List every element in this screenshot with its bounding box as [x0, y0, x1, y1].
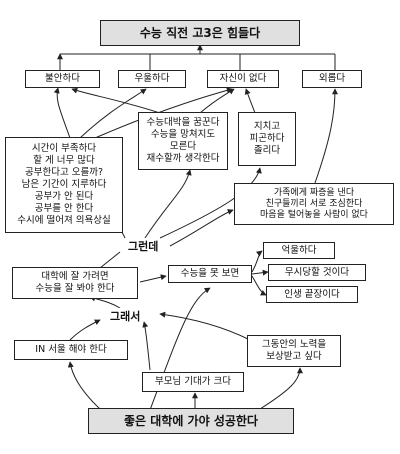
family-line-3: 마음을 털어놓을 사람이 없다 [260, 209, 368, 220]
top-title-box: 수능 직전 고3은 힘들다 [100, 20, 300, 46]
dream-line-3: 모른다 [169, 141, 197, 152]
bottom-title-text: 좋은 대학에 가야 성공한다 [124, 414, 258, 428]
family-line-2: 친구들끼리 서로 조심한다 [265, 198, 363, 209]
tired-line-2: 피곤하다 [249, 133, 285, 144]
node-time-stress: 시간이 부족하다 할 게 너무 많다 공부한다고 오를까? 남은 기간이 지루하… [5, 137, 123, 233]
arrow-seoul-so [69, 319, 101, 341]
node-anxious-text: 불안하다 [45, 73, 80, 84]
node-family: 가족에게 짜증을 낸다 친구들끼리 서로 조심한다 마음을 털어놓을 사람이 없… [234, 183, 394, 225]
connector-but-text: 그런데 [128, 240, 159, 253]
arrow-parents-so [142, 321, 151, 371]
node-life-over: 인생 끝장이다 [266, 286, 358, 303]
tired-line-1: 지치고 [253, 121, 281, 132]
node-parents: 부모님 기대가 크다 [142, 372, 244, 392]
time-line-3: 공부한다고 오를까? [25, 167, 103, 178]
time-line-1: 시간이 부족하다 [31, 143, 97, 154]
connector-so: 그래서 [108, 308, 143, 324]
node-seoul: IN 서울 해야 한다 [14, 340, 128, 360]
node-anxious: 불안하다 [25, 70, 100, 88]
arrow-but-family [169, 209, 234, 247]
node-no-confidence: 자신이 없다 [207, 70, 279, 88]
node-life-over-text: 인생 끝장이다 [284, 288, 340, 300]
node-ignored: 무시당할 것이다 [268, 264, 366, 281]
arrow-but-tired [159, 167, 262, 239]
tired-line-3: 졸리다 [253, 145, 281, 156]
arrow-dream-anxious [71, 87, 161, 114]
node-no-confidence-text: 자신이 없다 [219, 73, 267, 84]
arrow-tired-noconf [244, 88, 256, 114]
arrow-time-depressed [79, 88, 147, 139]
arrow-time-anxious [53, 87, 71, 139]
arrow-bottom-seoul [67, 361, 101, 410]
arrow-bottom-reward [259, 367, 303, 410]
node-tired: 지치고 피곤하다 졸리다 [238, 112, 296, 166]
node-ignored-text: 무시당할 것이다 [284, 266, 350, 278]
connector-but: 그런데 [126, 238, 161, 254]
time-line-7: 수시에 떨어져 의욕상실 [17, 215, 111, 226]
node-reward: 그동안의 노력을 보상받고 싶다 [247, 335, 341, 367]
node-seoul-text: IN 서울 해야 한다 [35, 344, 107, 355]
family-line-1: 가족에게 짜증을 낸다 [273, 187, 355, 198]
dream-line-4: 재수할까 생각한다 [146, 153, 220, 164]
node-depressed: 우울하다 [118, 70, 186, 88]
line-college-but [99, 251, 121, 269]
node-unfair: 억울하다 [263, 242, 335, 259]
arrow-bad-unfair [251, 250, 263, 273]
node-depressed-text: 우울하다 [134, 73, 170, 84]
time-line-4: 남은 기간이 지루하다 [21, 179, 107, 190]
top-title-text: 수능 직전 고3은 힘들다 [139, 26, 261, 40]
node-dream: 수능대박을 꿈꾼다 수능을 망쳐지도 모른다 재수할까 생각한다 [138, 112, 228, 170]
node-unfair-text: 억울하다 [281, 244, 317, 256]
college-line-2: 수능을 잘 봐야 한다 [35, 283, 115, 294]
arrow-reward-so [159, 311, 251, 341]
node-lonely-text: 외롭다 [318, 73, 346, 84]
arrow-dream-noconf [199, 88, 235, 114]
time-line-5: 공부가 안 된다 [34, 191, 94, 202]
bottom-title-box: 좋은 대학에 가야 성공한다 [88, 408, 294, 434]
arrow-but-dream [144, 169, 192, 239]
college-line-1: 대학에 잘 가려면 [41, 271, 109, 282]
arrow-family-lonely [314, 88, 338, 184]
connector-so-text: 그래서 [110, 310, 141, 323]
dream-line-1: 수능대박을 꿈꾼다 [146, 117, 220, 128]
arrow-college-badexam [139, 274, 167, 283]
arrow-bad-ignored [251, 269, 269, 276]
time-line-2: 할 게 너무 많다 [33, 155, 95, 166]
reward-line-2: 보상받고 싶다 [266, 351, 322, 362]
node-parents-text: 부모님 기대가 크다 [155, 376, 231, 387]
node-bad-exam: 수능을 못 보면 [168, 265, 252, 283]
arrow-bad-lifeover [251, 275, 267, 296]
reward-line-1: 그동안의 노력을 [261, 339, 327, 350]
node-good-college: 대학에 잘 가려면 수능을 잘 봐야 한다 [12, 267, 138, 299]
node-bad-exam-text: 수능을 못 보면 [180, 268, 240, 279]
time-line-6: 공부를 안 한다 [34, 203, 94, 214]
dream-line-2: 수능을 망쳐지도 [150, 129, 216, 140]
node-lonely: 외롭다 [302, 70, 362, 88]
arrow-time-noconf [94, 87, 233, 139]
